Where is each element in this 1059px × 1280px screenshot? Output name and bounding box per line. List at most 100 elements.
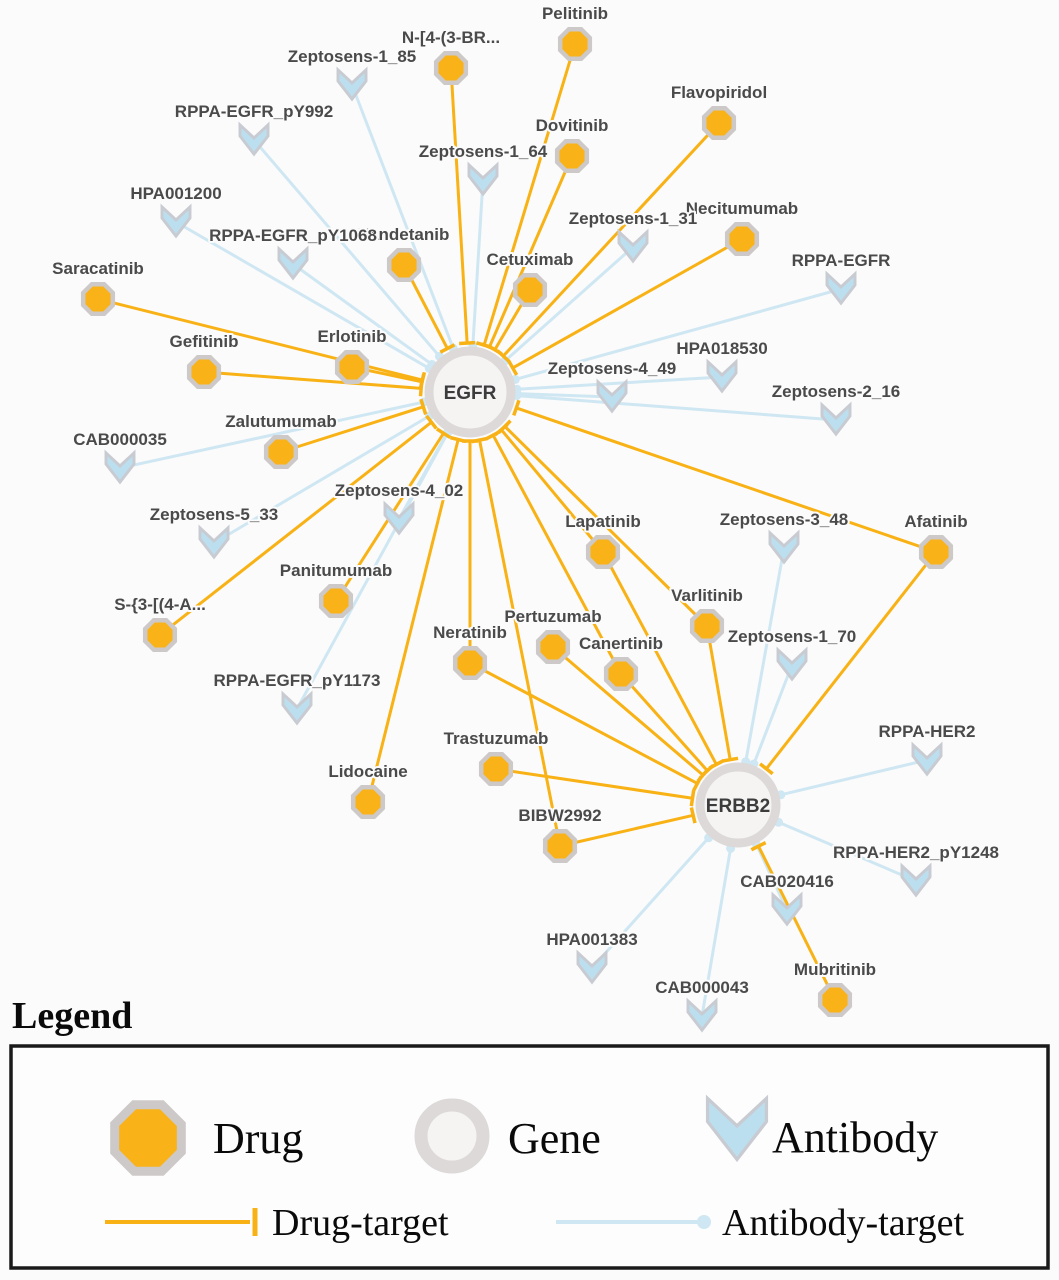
drug-node-dovitinib[interactable] (554, 138, 590, 174)
antibody-node-cab000035[interactable] (104, 449, 136, 485)
drug-target-edge-afatinib (765, 551, 938, 770)
drug-label-dovitinib: Dovitinib (536, 116, 609, 135)
antibody-target-edge-rppa-egfr (514, 287, 842, 381)
antibody-target-edge-zeptosens-2-16 (516, 394, 837, 422)
antibody-node-zeptosens-4-02[interactable] (383, 500, 415, 536)
drug-target-edge-s-3-4-a (159, 421, 433, 637)
drug-edge-tee (750, 841, 767, 852)
gene-label-erbb2: ERBB2 (706, 796, 770, 817)
drug-node-afatinib[interactable] (918, 534, 954, 570)
antibody-node-zeptosens-1-64[interactable] (467, 161, 499, 197)
drug-target-edge-varlitinib (705, 625, 732, 760)
drug-node-vandetanib[interactable] (386, 247, 422, 283)
legend-gene-label: Gene (508, 1114, 601, 1163)
antibody-target-edge-rppa-egfr-py992 (252, 139, 441, 358)
drug-edge-tee (471, 436, 488, 444)
drug-node-s-3-4-a[interactable] (142, 617, 178, 653)
antibody-node-hpa018530[interactable] (706, 358, 738, 394)
gene-node-egfr[interactable] (424, 346, 516, 438)
drug-node-pelitinib[interactable] (557, 26, 593, 62)
drug-edge-tee (507, 360, 519, 376)
drug-label-panitumumab: Panitumumab (280, 561, 392, 580)
drug-node-bibw2992[interactable] (542, 828, 578, 864)
drug-node-lapatinib[interactable] (585, 534, 621, 570)
antibody-node-cab000043[interactable] (686, 997, 718, 1033)
antibody-label-zeptosens-1-64: Zeptosens-1_64 (419, 142, 548, 161)
drug-label-mubritinib: Mubritinib (794, 960, 876, 979)
antibody-target-edge-cab000035 (119, 400, 425, 470)
antibody-node-rppa-egfr[interactable] (825, 270, 857, 306)
drug-node-varlitinib[interactable] (689, 608, 725, 644)
drug-node-mubritinib[interactable] (817, 982, 853, 1018)
antibody-node-zeptosens-1-85[interactable] (336, 66, 368, 102)
antibody-label-zeptosens-5-33: Zeptosens-5_33 (150, 505, 279, 524)
antibody-node-zeptosens-4-49[interactable] (596, 378, 628, 414)
drug-target-edge-flavopiridol (502, 121, 721, 358)
antibody-target-edge-zeptosens-1-70 (752, 664, 794, 765)
antibody-node-hpa001200[interactable] (160, 203, 192, 239)
gene-node-erbb2[interactable] (695, 762, 781, 848)
drug-node-neratinib[interactable] (452, 645, 488, 681)
antibody-node-rppa-egfr-py992[interactable] (238, 121, 270, 157)
legend-drug-swatch (110, 1100, 186, 1176)
antibody-label-zeptosens-1-31: Zeptosens-1_31 (569, 209, 698, 228)
drug-target-edge-bibw2992 (559, 813, 694, 848)
legend-antibody-edge-label: Antibody-target (722, 1202, 964, 1244)
drug-label-cetuximab: Cetuximab (487, 250, 574, 269)
drug-node-cetuximab[interactable] (512, 272, 548, 308)
antibody-node-rppa-her2[interactable] (911, 741, 943, 777)
legend-antibody-label: Antibody (772, 1113, 938, 1162)
antibody-node-zeptosens-2-16[interactable] (820, 401, 852, 437)
antibody-target-edge-zeptosens-4-49 (516, 392, 613, 399)
drug-label-zalutumumab: Zalutumumab (225, 412, 336, 431)
drug-edge-tee (700, 764, 715, 778)
drug-target-edge-canertinib (619, 673, 709, 772)
antibody-node-zeptosens-3-48[interactable] (768, 529, 800, 565)
drug-label-gefitinib: Gefitinib (170, 332, 239, 351)
drug-node-panitumumab[interactable] (318, 583, 354, 619)
drug-label-neratinib: Neratinib (433, 623, 507, 642)
antibody-label-zeptosens-4-02: Zeptosens-4_02 (335, 481, 464, 500)
antibody-label-rppa-her2-py1248: RPPA-HER2_pY1248 (833, 843, 999, 862)
antibody-node-rppa-egfr-py1068[interactable] (277, 245, 309, 281)
drug-edge-tee (689, 807, 697, 824)
drug-node-erlotinib[interactable] (334, 349, 370, 385)
drug-edge-tee (485, 429, 502, 441)
antibody-target-edge-rppa-egfr-py1173 (295, 432, 449, 710)
antibody-node-cab020416[interactable] (771, 891, 803, 927)
antibody-target-edge-hpa001383 (590, 836, 710, 970)
antibody-label-hpa001383: HPA001383 (546, 930, 637, 949)
drug-target-edge-pelitinib (482, 43, 577, 346)
antibody-node-rppa-her2-py1248[interactable] (900, 862, 932, 898)
drug-label-varlitinib: Varlitinib (671, 586, 743, 605)
antibody-node-hpa001383[interactable] (576, 949, 608, 985)
drug-label-necitumumab: Necitumumab (686, 199, 798, 218)
drug-node-lidocaine[interactable] (350, 784, 386, 820)
drug-node-pertuzumab[interactable] (535, 629, 571, 665)
drug-label-saracatinib: Saracatinib (52, 259, 144, 278)
antibody-node-zeptosens-5-33[interactable] (198, 524, 230, 560)
drug-node-saracatinib[interactable] (80, 281, 116, 317)
drug-node-flavopiridol[interactable] (701, 105, 737, 141)
antibody-target-edge-zeptosens-1-31 (504, 245, 634, 362)
drug-edge-tee (487, 344, 503, 356)
drug-node-necitumumab[interactable] (724, 221, 760, 257)
drug-node-gefitinib[interactable] (186, 354, 222, 390)
drug-node-trastuzumab[interactable] (478, 751, 514, 787)
antibody-label-hpa001200: HPA001200 (130, 184, 221, 203)
drug-node-n-4-3-br[interactable] (433, 50, 469, 86)
drug-target-edge-neratinib (469, 661, 699, 785)
drug-target-edge-pertuzumab (552, 645, 704, 777)
legend-drug-edge-label: Drug-target (272, 1202, 449, 1244)
drug-node-canertinib[interactable] (603, 656, 639, 692)
drug-node-zalutumumab[interactable] (263, 434, 299, 470)
antibody-node-zeptosens-1-70[interactable] (776, 646, 808, 682)
antibody-node-rppa-egfr-py1173[interactable] (281, 690, 313, 726)
drug-target-edge-trastuzumab (495, 767, 693, 800)
antibody-node-zeptosens-1-31[interactable] (617, 228, 649, 264)
drug-target-edge-dovitinib (488, 155, 574, 348)
drug-edge-tee (435, 427, 452, 440)
drug-edge-tee (498, 419, 512, 434)
antibody-label-rppa-egfr-py1068: RPPA-EGFR_pY1068 (209, 226, 377, 245)
